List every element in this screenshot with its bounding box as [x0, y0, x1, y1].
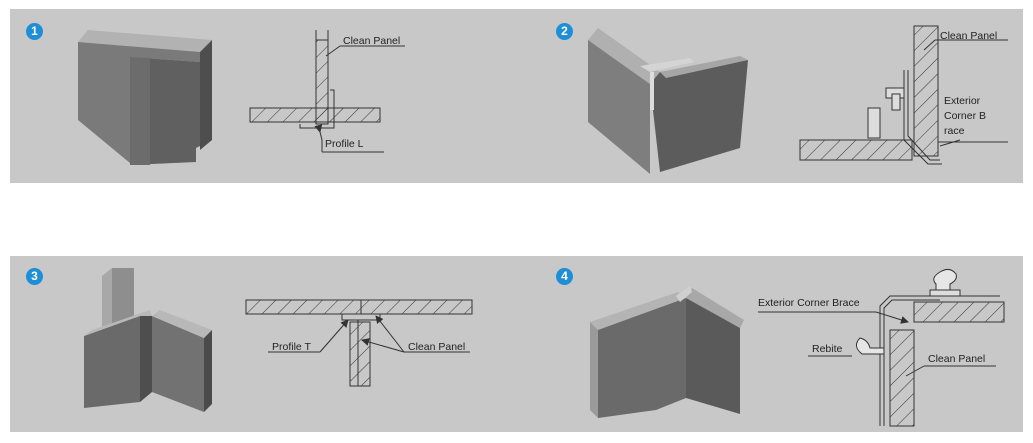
panel-2-brace-label-line2: Corner B [944, 110, 986, 122]
step-badge-3: 3 [26, 268, 43, 285]
step-badge-4: 4 [556, 268, 573, 285]
panel-4-section-drawing [758, 268, 1005, 427]
panel-4-3d-model [590, 286, 744, 418]
panel-2-brace-label-line1: Exterior [944, 95, 981, 107]
step-badge-2: 2 [556, 23, 573, 40]
panel-2-clean-panel-label: Clean Panel [940, 30, 997, 42]
panel-2-3d-model [588, 28, 748, 174]
panel-1-profile-label: Profile L [325, 138, 364, 150]
panel-2-brace-label-line3: race [944, 125, 965, 137]
panel-1-section-drawing [249, 30, 405, 153]
panel-1-3d-model [78, 30, 212, 165]
panel-3-section-drawing [245, 299, 473, 387]
panel-1-clean-panel-label: Clean Panel [343, 35, 400, 47]
panel-4-rebite-label: Rebite [812, 343, 843, 355]
step-badge-1: 1 [26, 23, 43, 40]
panel-3-clean-panel-label: Clean Panel [408, 341, 465, 353]
panel-3-profile-label: Profile T [272, 341, 311, 353]
panel-3-3d-model [84, 268, 212, 412]
panel-2-section-drawing [799, 25, 1008, 165]
panel-4-clean-panel-label: Clean Panel [928, 353, 985, 365]
panel-4-brace-label: Exterior Corner Brace [758, 297, 860, 309]
